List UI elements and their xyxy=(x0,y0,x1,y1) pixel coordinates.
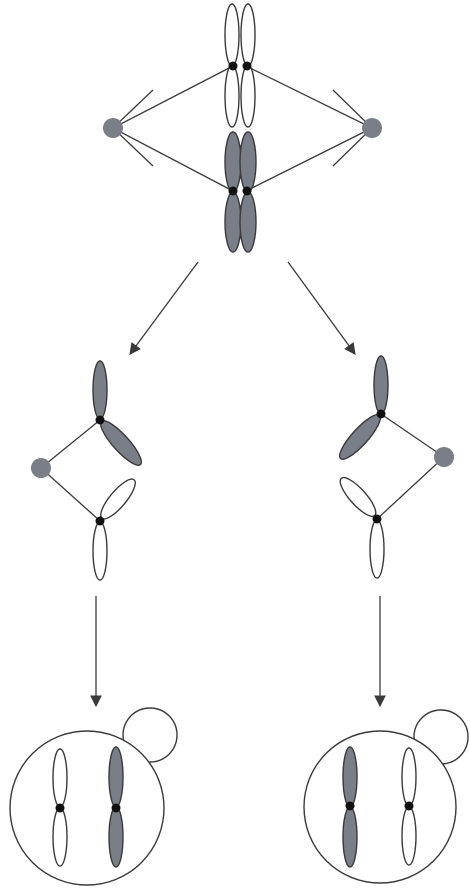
centromere xyxy=(228,61,238,71)
spindle-pole xyxy=(31,458,51,478)
light-chromosome-pair xyxy=(224,3,256,128)
dark-chromatid xyxy=(339,414,381,460)
spindle-fibers xyxy=(40,419,101,522)
light-chromatid xyxy=(401,806,417,866)
centromere xyxy=(242,186,252,196)
spindle-fibers xyxy=(376,413,445,520)
light-chromatid xyxy=(52,807,68,867)
spindle-pole xyxy=(434,447,454,467)
light-chromatid xyxy=(339,476,377,518)
centromere xyxy=(111,803,121,813)
centromere xyxy=(345,801,355,811)
dark-chromatid xyxy=(108,806,124,868)
anaphase-right-daughter xyxy=(339,355,454,579)
centromere xyxy=(95,516,105,526)
dark-chromatid xyxy=(108,746,124,808)
spindle-pole-right xyxy=(362,118,382,138)
dark-chromatid xyxy=(342,806,358,868)
metaphase-spindle xyxy=(103,3,382,253)
mother-cell xyxy=(303,730,457,884)
anaphase-left-daughter xyxy=(31,360,142,581)
light-chromatid xyxy=(401,747,417,807)
centromere xyxy=(55,803,65,813)
centromere xyxy=(372,514,382,524)
dark-chromatid xyxy=(100,420,142,466)
mother-cell xyxy=(9,730,165,886)
dark-chromatid xyxy=(342,746,358,808)
centromere xyxy=(376,409,386,419)
dark-chromatid xyxy=(373,355,389,415)
light-chromatid xyxy=(100,478,136,520)
centromere xyxy=(228,186,238,196)
dark-chromatid xyxy=(92,360,108,420)
arrow-to-left-daughter xyxy=(129,261,199,355)
dark-chromosome-pair xyxy=(224,131,257,253)
arrow-to-right-daughter xyxy=(287,261,356,355)
light-chromatid xyxy=(369,519,385,579)
spindle-pole-left xyxy=(103,118,123,138)
light-chromatid xyxy=(52,748,68,808)
budding-cell-left xyxy=(9,707,178,886)
centromere xyxy=(95,415,105,425)
light-chromatid xyxy=(92,521,108,581)
centromere xyxy=(242,61,252,71)
budding-cell-right xyxy=(303,709,469,884)
centromere xyxy=(404,801,414,811)
